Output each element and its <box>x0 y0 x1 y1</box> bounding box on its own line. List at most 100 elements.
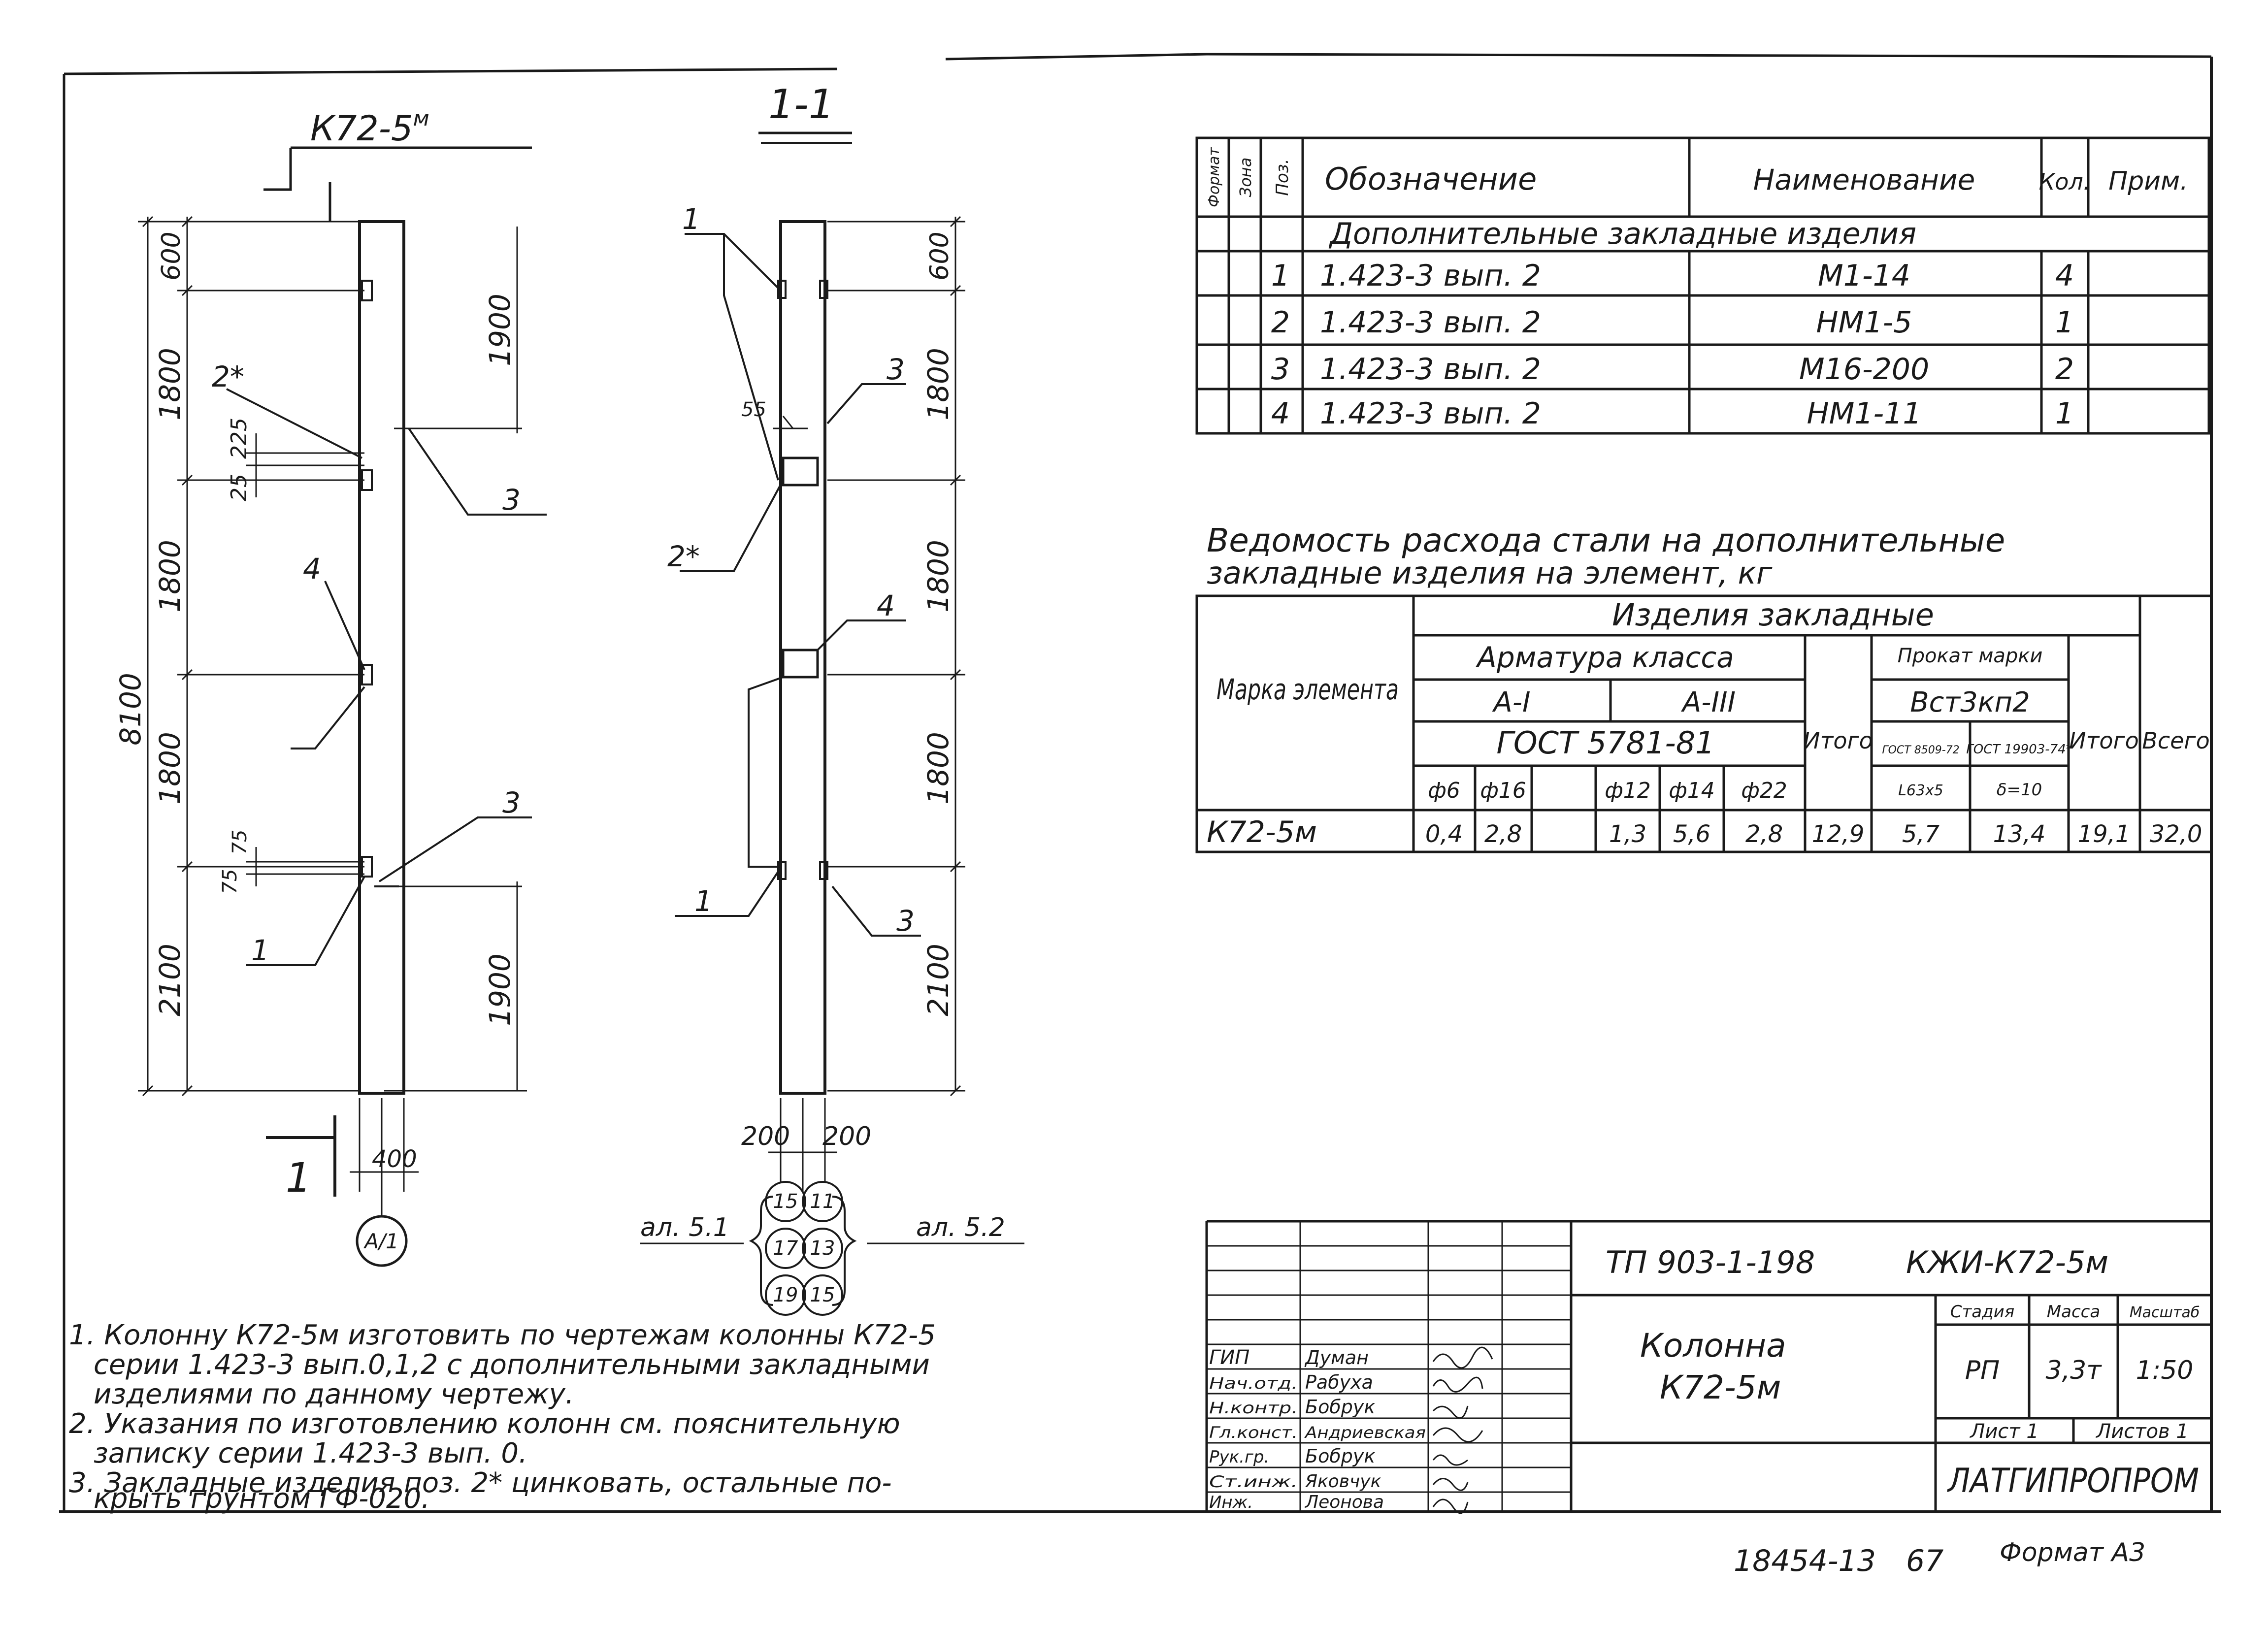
svg-text:3: 3 <box>1271 352 1290 387</box>
steel-h-a1: А-I <box>1492 686 1530 718</box>
dim-left-3: 1800 <box>153 732 187 805</box>
footer-page: 67 <box>1906 1544 1943 1578</box>
section-dims-right <box>827 216 965 1097</box>
svg-text:1.423-3 вып. 2: 1.423-3 вып. 2 <box>1320 396 1541 431</box>
svg-text:2,8: 2,8 <box>1745 820 1783 848</box>
note-line-7: крыть грунтом ГФ-020. <box>94 1483 430 1515</box>
sec-dim-2: 1800 <box>921 540 955 613</box>
sec-pos-2star: 2* <box>667 540 700 573</box>
section-mark: 1 <box>286 1155 311 1202</box>
spec-h-designation: Обозначение <box>1325 161 1537 197</box>
stamp-h-mass: Масса <box>2047 1302 2100 1322</box>
steel-h-a3: А-III <box>1681 686 1736 718</box>
note-line-1: 1. Колонну К72-5м изготовить по чертежам… <box>69 1319 936 1351</box>
svg-text:2: 2 <box>1271 305 1290 340</box>
signatures <box>1432 1346 1493 1514</box>
steel-d-14: ф14 <box>1669 778 1715 803</box>
dim-75b: 75 <box>229 830 251 855</box>
steel-h-vst: Вст3кп2 <box>1910 686 2030 718</box>
svg-text:4: 4 <box>1271 396 1290 431</box>
sec-pos-3-top: 3 <box>887 353 905 386</box>
elevation-dims-right <box>384 227 527 1092</box>
dim-right-1: 1900 <box>483 953 517 1026</box>
stamp-name-5: Яковчук <box>1305 1471 1381 1492</box>
pos-4: 4 <box>303 552 321 586</box>
spec-h-name: Наименование <box>1753 163 1975 196</box>
spec-h-zone: Зона <box>1236 158 1255 197</box>
svg-text:19,1: 19,1 <box>2078 820 2131 848</box>
section-title: 1-1 <box>768 81 834 128</box>
stamp-name-3: Андриевская <box>1304 1423 1426 1442</box>
spec-section-title: Дополнительные закладные изделия <box>1328 217 1916 251</box>
elevation-dims-left <box>138 216 364 1097</box>
stamp-title-1: Колонна <box>1640 1327 1786 1365</box>
svg-text:К72-5м: К72-5м <box>1207 815 1317 849</box>
steel-h-arm: Арматура класса <box>1475 641 1734 674</box>
steel-row: К72-5м 0,4 2,8 1,3 5,6 2,8 12,9 5,7 13,4… <box>1207 815 2202 849</box>
footer-archive: 18454-13 <box>1734 1544 1876 1578</box>
stamp-org: ЛАТГИПРОПРОМ <box>1946 1462 2199 1500</box>
svg-text:4: 4 <box>2055 259 2074 293</box>
section-leaders <box>675 233 921 937</box>
sec-dim-4: 2100 <box>921 944 955 1016</box>
circle-15b: 15 <box>810 1284 835 1306</box>
svg-text:32,0: 32,0 <box>2150 820 2202 848</box>
dim-right-0: 1900 <box>483 293 517 366</box>
dim-25: 25 <box>227 474 252 501</box>
elevation-small-dims <box>246 433 364 886</box>
dim-left-0: 600 <box>157 231 186 280</box>
svg-text:М16-200: М16-200 <box>1799 352 1929 387</box>
dim-75a: 75 <box>219 869 241 894</box>
spec-h-note: Прим. <box>2108 166 2188 196</box>
svg-text:1: 1 <box>2055 396 2074 431</box>
stamp-role-1: Нач.отд. <box>1209 1374 1298 1393</box>
stamp-h-stage: Стадия <box>1950 1302 2014 1322</box>
svg-text:5,7: 5,7 <box>1902 820 1940 848</box>
stamp-doc-code: ТП 903-1-198 <box>1606 1244 1815 1280</box>
dim-left-1: 1800 <box>153 348 187 421</box>
axis-label: А/1 <box>363 1229 399 1253</box>
spec-row-2: 2 1.423-3 вып. 2 НМ1-5 1 <box>1271 305 2074 340</box>
steel-h-mark: Марка элемента <box>1216 673 1399 706</box>
stamp-sheet: Лист 1 <box>1969 1420 2039 1443</box>
spec-row-3: 3 1.423-3 вып. 2 М16-200 2 <box>1271 352 2074 387</box>
spec-table: Формат Зона Поз. Обозначение Наименовани… <box>1195 136 2210 435</box>
stamp-role-0: ГИП <box>1209 1346 1249 1369</box>
svg-text:НМ1-5: НМ1-5 <box>1816 305 1912 340</box>
elevation-leaders <box>226 388 547 966</box>
stamp-doc-mark: КЖИ-К72-5м <box>1906 1244 2108 1280</box>
svg-text:1.423-3 вып. 2: 1.423-3 вып. 2 <box>1320 305 1541 340</box>
section-view: 1-1 600 1800 1800 1800 2100 <box>640 81 1024 1316</box>
steel-d-22: ф22 <box>1741 778 1787 803</box>
steel-h-gost1: ГОСТ 5781-81 <box>1496 725 1714 761</box>
steel-d-16: ф16 <box>1480 778 1526 803</box>
dim-left-2: 1800 <box>153 540 187 613</box>
spec-h-format: Формат <box>1206 147 1223 207</box>
stamp-scale: 1:50 <box>2136 1356 2194 1385</box>
svg-text:1.423-3 вып. 2: 1.423-3 вып. 2 <box>1320 259 1541 293</box>
sec-dim-1: 1800 <box>921 348 955 421</box>
ref-right: ал. 5.2 <box>916 1213 1005 1242</box>
spec-h-pos: Поз. <box>1273 159 1292 195</box>
steel-h-itogo2: Итого <box>2069 727 2139 754</box>
stamp-name-4: Бобрук <box>1305 1445 1375 1467</box>
steel-h-vsego: Всего <box>2142 727 2209 754</box>
circle-13: 13 <box>810 1237 835 1260</box>
svg-text:5,6: 5,6 <box>1673 820 1710 848</box>
svg-text:НМ1-11: НМ1-11 <box>1807 396 1921 431</box>
ref-left: ал. 5.1 <box>640 1213 729 1242</box>
steel-title-2: закладные изделия на элемент, кг <box>1207 555 1773 591</box>
svg-text:1,3: 1,3 <box>1609 820 1646 848</box>
note-line-2: серии 1.423-3 вып.0,1,2 с дополнительным… <box>94 1349 930 1381</box>
svg-text:М1-14: М1-14 <box>1818 259 1910 293</box>
spec-row-4: 4 1.423-3 вып. 2 НМ1-11 1 <box>1271 396 2074 431</box>
pos-3-bottom: 3 <box>502 786 521 819</box>
stamp-mass: 3,3т <box>2046 1356 2103 1385</box>
pos-1: 1 <box>251 934 269 967</box>
svg-text:2: 2 <box>2055 352 2074 387</box>
steel-d-12: ф12 <box>1605 778 1651 803</box>
svg-text:12,9: 12,9 <box>1812 820 1865 848</box>
sec-pos-1-top: 1 <box>682 202 700 236</box>
sec-pos-4: 4 <box>877 589 895 622</box>
